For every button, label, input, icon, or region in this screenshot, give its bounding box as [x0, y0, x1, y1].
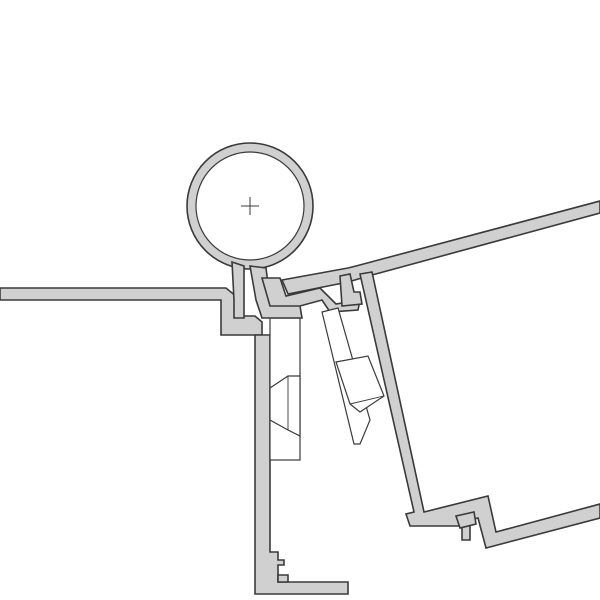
- hinge-stem: [231, 260, 245, 319]
- sash-top-profile: [280, 200, 600, 295]
- crosshair-icon: [241, 197, 259, 215]
- sash-vertical-profile: [359, 271, 600, 549]
- sash-bottom-tab: [454, 511, 477, 529]
- sash-glazing-wedge-line: [349, 395, 385, 405]
- fixed-frame-vertical-profile: [254, 334, 349, 595]
- sash-glazing-wedge: [335, 355, 385, 413]
- fixed-frame-bottom-tab: [277, 574, 289, 583]
- fixed-frame-top-profile: [0, 287, 263, 336]
- sash-top-lip: [339, 273, 363, 307]
